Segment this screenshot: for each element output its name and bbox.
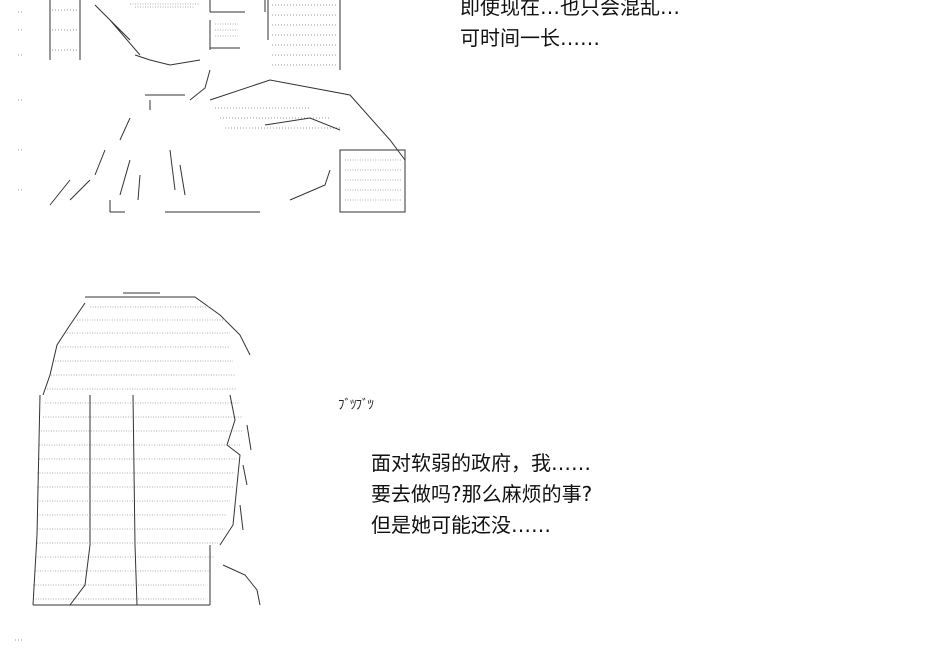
dialogue-block-bottom: 面对软弱的政府，我…… 要去做吗?那么麻烦的事? 但是她可能还没……	[371, 448, 592, 541]
dialogue-line: 但是她可能还没……	[371, 513, 551, 537]
ascii-art-figure-bottom	[15, 285, 275, 645]
ascii-art-figure-top	[10, 0, 410, 215]
dialogue-line: 面对软弱的政府，我……	[371, 451, 591, 475]
dialogue-line: 即使现在…也只会混乱…	[460, 0, 680, 19]
dialogue-line: 可时间一长……	[460, 26, 600, 50]
dialogue-block-top: 即使现在…也只会混乱… 可时间一长……	[460, 0, 680, 54]
sound-effect-text: ﾌﾞﾂﾌﾞﾂ	[338, 398, 374, 413]
dialogue-line: 要去做吗?那么麻烦的事?	[371, 482, 593, 506]
